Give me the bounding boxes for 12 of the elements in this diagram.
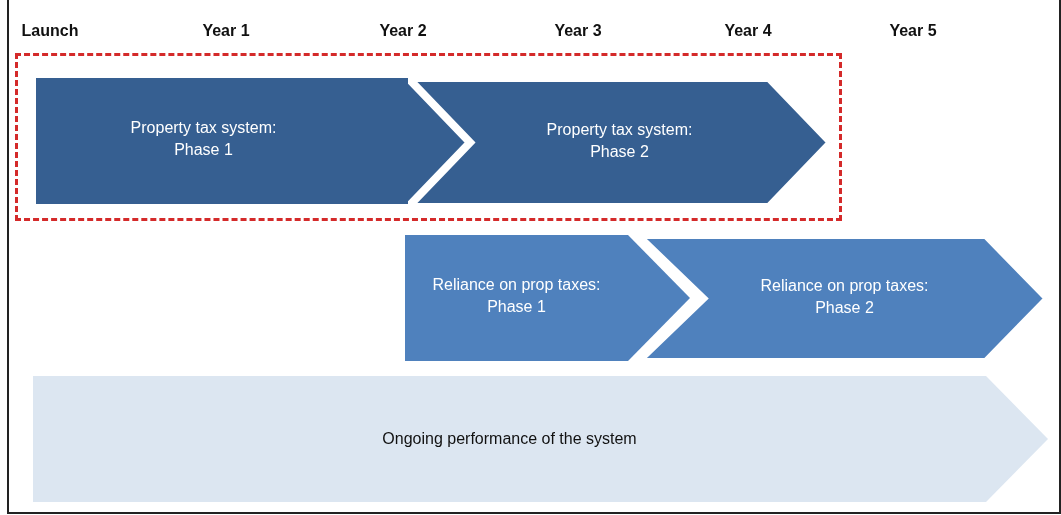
phase-label: Reliance on prop taxes: Phase 1 (431, 275, 602, 317)
phase-label: Property tax system: Phase 1 (129, 118, 278, 160)
phase-label: Property tax system: Phase 2 (545, 119, 694, 162)
year-label: Year 2 (379, 22, 427, 40)
phase-label: Ongoing performance of the system (381, 429, 638, 449)
dashed-outline (15, 53, 842, 221)
year-label: Year 5 (889, 22, 937, 40)
year-label: Year 1 (202, 22, 250, 40)
phase-label: Reliance on prop taxes: Phase 2 (759, 275, 930, 318)
year-label: Year 4 (724, 22, 772, 40)
year-label: Year 3 (554, 22, 602, 40)
year-label: Launch (21, 22, 79, 40)
